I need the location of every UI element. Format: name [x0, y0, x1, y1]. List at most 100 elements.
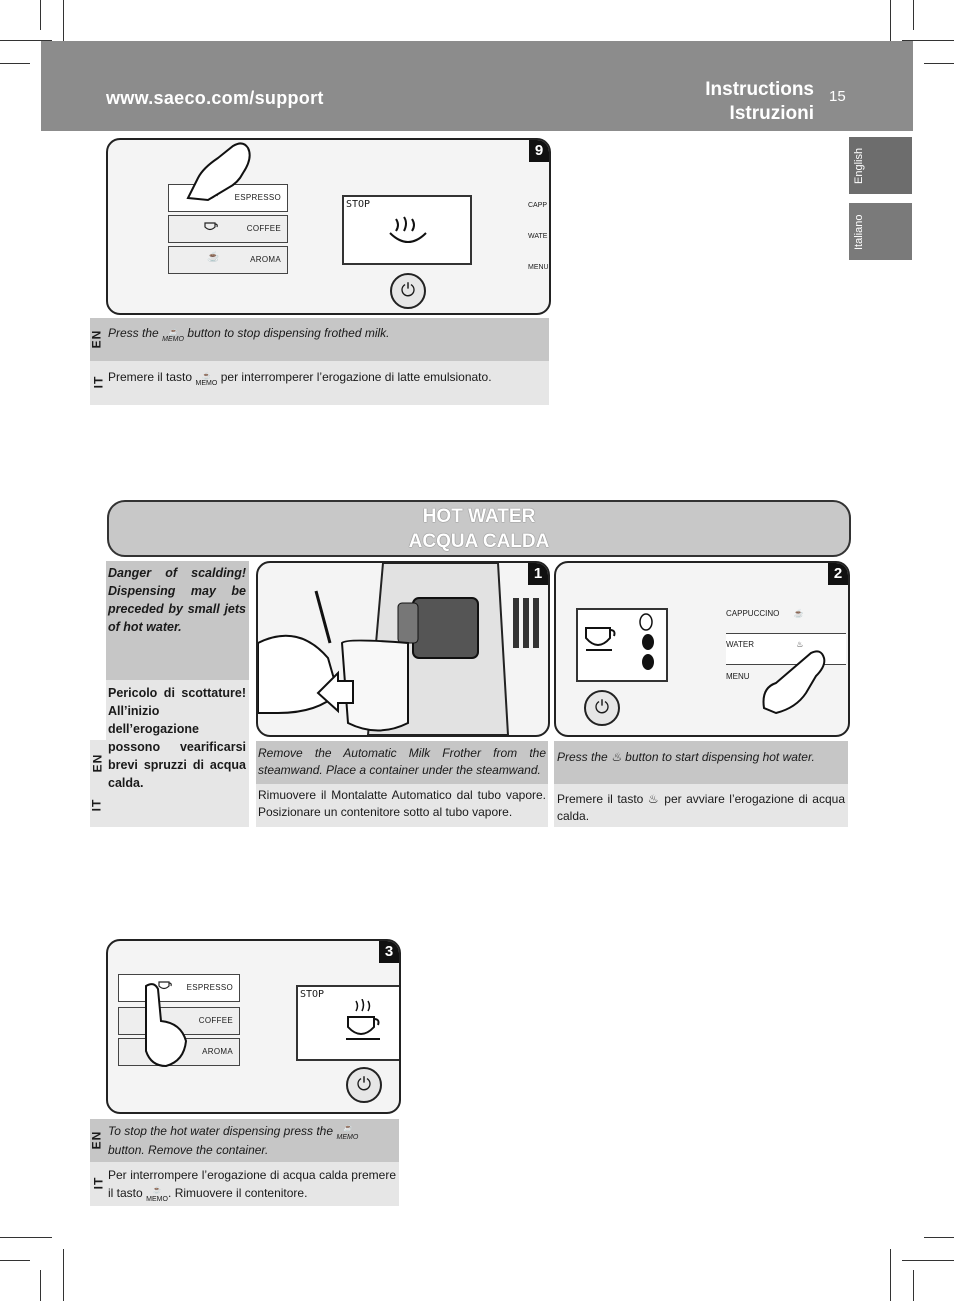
menu-partial-label: MENU — [528, 264, 549, 271]
memo-label: MEMO — [146, 1196, 168, 1203]
coffee-label: COFFEE — [246, 224, 281, 233]
tab-english-label: English — [853, 147, 865, 184]
fig9-it-after: per interromperer l’erogazione di latte … — [220, 370, 492, 384]
crop-mark — [0, 63, 30, 64]
menu-label: MENU — [726, 672, 750, 681]
step2-it-box: Premere il tasto ♨ per avviare l’erogazi… — [554, 784, 848, 827]
crop-mark — [40, 1270, 41, 1301]
fig9-en-text: Press the ☕MEMO button to stop dispensin… — [108, 326, 390, 343]
section-title-en: HOT WATER — [422, 506, 536, 527]
step2-it-text: Premere il tasto ♨ per avviare l’erogazi… — [557, 791, 845, 825]
page-number: 15 — [829, 88, 846, 105]
lang-en: EN — [90, 753, 105, 773]
step3-it-text: Per interrompere l’erogazione di acqua c… — [108, 1166, 396, 1204]
memo-label: MEMO — [336, 1134, 359, 1141]
fig9-it-before: Premere il tasto — [108, 370, 193, 384]
water-partial-label: WATE — [528, 233, 548, 240]
right-button-labels: CAPP WATE MENU — [528, 190, 549, 283]
fig9-en-before: Press the — [108, 326, 159, 340]
milk-icon: ☕ — [793, 609, 804, 618]
cappuccino-label: CAPPUCCINO — [726, 609, 780, 618]
espresso-memo-button[interactable]: ESPRESSO — [118, 974, 240, 1002]
tab-italiano[interactable]: Italiano — [849, 203, 912, 260]
support-url[interactable]: www.saeco.com/support — [106, 88, 324, 108]
warning-it-text: Pericolo di scottature! All’inizio dell’… — [108, 686, 246, 790]
crop-mark — [902, 1260, 954, 1261]
power-icon: ⏻ — [400, 280, 416, 300]
figure-step-3: ESPRESSO COFFEE AROMA STOP ⏻ 3 — [106, 939, 401, 1114]
cup-memo-icon: ☕MEMO — [195, 373, 218, 387]
cappuccino-button[interactable]: CAPPUCCINO ☕ — [726, 603, 846, 634]
memo-label: MEMO — [162, 336, 184, 343]
title-en: Instructions — [705, 79, 814, 100]
step3-en-after: button. Remove the container. — [108, 1143, 269, 1157]
figure-9: ESPRESSO COFFEE ☕ AROMA STOP ⏻ CAPP WATE… — [106, 138, 551, 315]
display-screen — [576, 608, 668, 682]
section-banner: HOT WATER ACQUA CALDA — [107, 500, 851, 557]
crop-mark — [890, 0, 891, 52]
step3-en-before: To stop the hot water dispensing press t… — [108, 1124, 334, 1138]
lang-it: IT — [91, 375, 106, 389]
step2-en-text: Press the ♨ button to start dispensing h… — [557, 750, 815, 764]
milk-froth-icon — [389, 216, 427, 243]
display-screen: STOP — [296, 985, 399, 1061]
espresso-label: ESPRESSO — [234, 193, 281, 202]
aroma-label: AROMA — [202, 1047, 233, 1056]
aroma-label: AROMA — [250, 255, 281, 264]
crop-mark — [913, 1270, 914, 1301]
tab-english[interactable]: English — [849, 137, 912, 194]
step-number: 3 — [379, 941, 399, 963]
fig9-en-row: EN Press the ☕MEMO button to stop dispen… — [89, 318, 549, 361]
aroma-button[interactable]: ☕ AROMA — [168, 246, 288, 274]
crop-mark — [924, 63, 954, 64]
control-buttons: CAPPUCCINO ☕ WATER ♨ MENU — [726, 603, 846, 695]
power-button[interactable]: ⏻ — [346, 1067, 382, 1103]
water-button[interactable]: WATER ♨ — [726, 634, 846, 665]
crop-mark — [0, 1237, 52, 1238]
cup-beans-icon — [585, 613, 654, 670]
machine-milk-frother-illustration — [258, 563, 539, 735]
hand-pointer-icon — [762, 650, 826, 715]
step3-it-row: IT Per interrompere l’erogazione di acqu… — [90, 1162, 399, 1206]
power-icon: ⏻ — [356, 1074, 372, 1094]
crop-mark — [913, 0, 914, 30]
power-button[interactable]: ⏻ — [584, 690, 620, 726]
crop-mark — [0, 1260, 30, 1261]
figure-step-1: 1 — [256, 561, 550, 737]
cup-memo-icon: ☕MEMO — [162, 329, 184, 343]
step1-it-box: Rimuovere il Montalatte Automatico dal t… — [256, 784, 548, 827]
crop-mark — [63, 0, 64, 52]
step3-it-after: . Rimuovere il contenitore. — [168, 1186, 308, 1200]
lang-en: EN — [89, 329, 104, 349]
stop-text: STOP — [346, 199, 371, 210]
power-icon: ⏻ — [594, 697, 610, 717]
hot-water-icon: ♨ — [611, 750, 622, 764]
fig9-en-after: button to stop dispensing frothed milk. — [187, 326, 390, 340]
step1-en-text: Remove the Automatic Milk Frother from t… — [258, 746, 546, 777]
lang-en: EN — [89, 1130, 104, 1150]
menu-button[interactable]: MENU — [726, 665, 846, 695]
crop-mark — [40, 0, 41, 30]
water-label: WATER — [726, 640, 754, 649]
stop-text: STOP — [300, 989, 325, 1000]
warning-en-text: Danger of scalding! Dispensing may be pr… — [108, 566, 246, 634]
crop-mark — [890, 1249, 891, 1301]
step2-en-box: Press the ♨ button to start dispensing h… — [554, 741, 848, 784]
power-button[interactable]: ⏻ — [390, 273, 426, 309]
crop-mark — [902, 40, 954, 41]
hand-pointer-icon — [186, 142, 251, 202]
step3-it-before: Per interrompere l’erogazione di acqua c… — [108, 1168, 396, 1200]
tab-italiano-label: Italiano — [853, 214, 865, 250]
step1-it-text: Rimuovere il Montalatte Automatico dal t… — [258, 788, 546, 819]
coffee-memo-button[interactable]: COFFEE — [168, 215, 288, 243]
lang-it: IT — [89, 798, 104, 812]
figure-step-2: CAPPUCCINO ☕ WATER ♨ MENU ⏻ 2 — [554, 561, 850, 737]
cappuccino-partial-label: CAPP — [528, 202, 548, 209]
crop-mark — [924, 1237, 954, 1238]
cup-memo-icon: ☕MEMO — [336, 1125, 359, 1141]
espresso-label: ESPRESSO — [186, 983, 233, 992]
step-number: 9 — [529, 140, 549, 162]
display-screen: STOP — [342, 195, 472, 265]
section-title-it: ACQUA CALDA — [408, 531, 550, 552]
warning-lang-strip: EN IT — [89, 740, 106, 827]
